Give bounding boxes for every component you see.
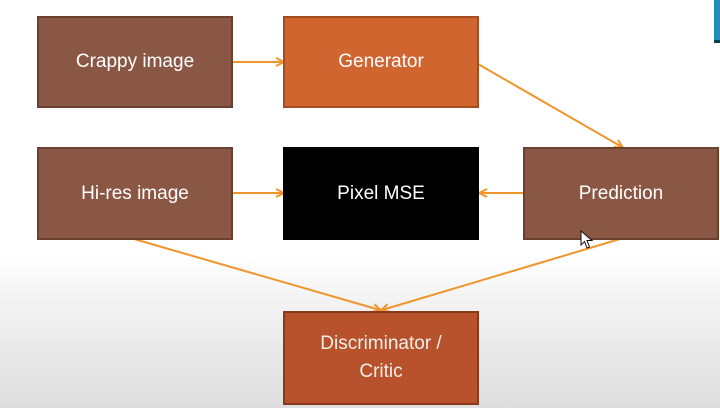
- node-discriminator-critic: Discriminator / Critic: [283, 311, 479, 405]
- node-hires-image: Hi-res image: [37, 147, 233, 240]
- arrow-prediction-to-critic: [382, 238, 621, 310]
- node-pixel-mse: Pixel MSE: [283, 147, 479, 240]
- node-pixel-mse-label: Pixel MSE: [337, 182, 425, 204]
- node-generator: Generator: [283, 16, 479, 108]
- node-prediction-label: Prediction: [578, 182, 664, 204]
- node-hires-image-label: Hi-res image: [81, 182, 189, 204]
- window-edge-strip: [714, 0, 720, 43]
- mouse-pointer-icon: [580, 230, 594, 249]
- node-crappy-image: Crappy image: [37, 16, 233, 108]
- node-crappy-image-label: Crappy image: [75, 51, 195, 72]
- arrow-hires-to-critic: [133, 238, 380, 310]
- node-prediction: Prediction: [523, 147, 719, 240]
- node-discriminator-critic-label: Discriminator / Critic: [320, 333, 442, 382]
- node-generator-label: Generator: [338, 51, 424, 72]
- arrow-generator-to-prediction: [477, 63, 622, 147]
